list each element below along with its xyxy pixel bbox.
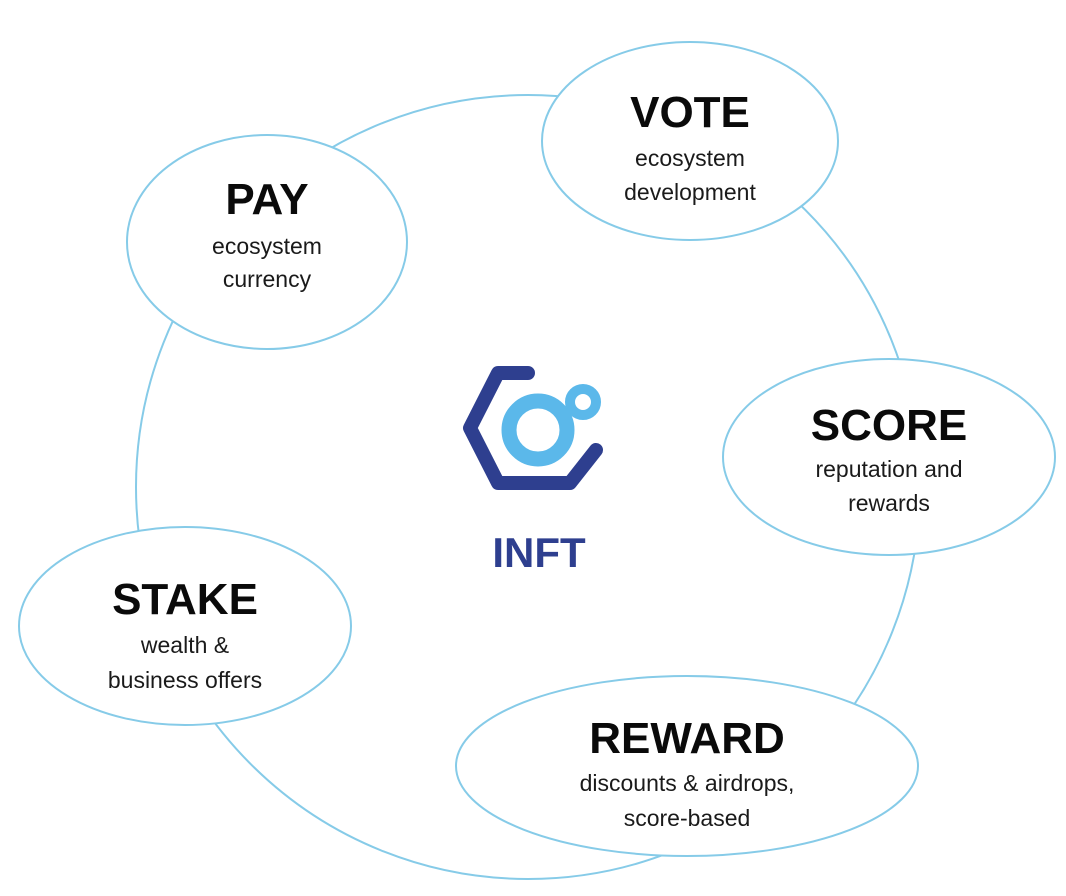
node-stake-line-1: wealth &: [140, 632, 229, 658]
node-stake-line-2: business offers: [108, 667, 262, 693]
node-score-line-1: reputation and: [815, 456, 962, 482]
node-vote-line-1: ecosystem: [635, 145, 745, 171]
node-pay-line-2: currency: [223, 266, 312, 292]
node-stake-title: STAKE: [112, 575, 258, 624]
node-vote: VOTE ecosystem development: [541, 41, 839, 241]
node-score-title: SCORE: [811, 401, 967, 450]
logo-hexagon-arc: [463, 366, 603, 490]
node-reward-line-2: score-based: [624, 805, 751, 831]
inft-logo-icon: [463, 366, 603, 490]
node-reward-ellipse: [455, 675, 919, 857]
node-pay: PAY ecosystem currency: [126, 134, 408, 350]
logo-ring: [501, 393, 575, 467]
node-score: SCORE reputation and rewards: [722, 358, 1056, 556]
node-reward-line-1: discounts & airdrops,: [580, 770, 795, 796]
node-reward: REWARD discounts & airdrops, score-based: [455, 675, 919, 857]
node-vote-title: VOTE: [630, 88, 750, 137]
node-vote-line-2: development: [624, 179, 756, 205]
node-score-ellipse: [722, 358, 1056, 556]
node-vote-ellipse: [541, 41, 839, 241]
node-pay-ellipse: [126, 134, 408, 350]
node-stake-ellipse: [18, 526, 352, 726]
node-score-line-2: rewards: [848, 490, 930, 516]
center-label: INFT: [492, 529, 586, 576]
node-pay-title: PAY: [225, 175, 308, 224]
logo-small-ring: [565, 384, 601, 420]
node-stake: STAKE wealth & business offers: [18, 526, 352, 726]
node-pay-line-1: ecosystem: [212, 233, 322, 259]
node-reward-title: REWARD: [589, 714, 785, 763]
